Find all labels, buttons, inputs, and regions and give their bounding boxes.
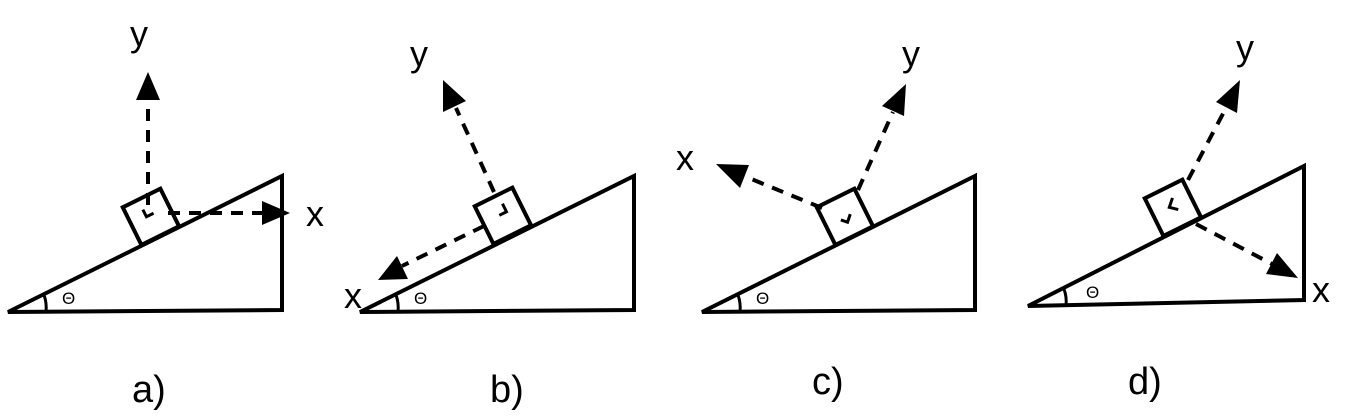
- right-angle-mark: [141, 208, 155, 219]
- x-arrowhead: [716, 164, 749, 188]
- x-axis-label: x: [344, 275, 362, 316]
- angle-label: Θ: [62, 289, 75, 308]
- x-axis-arrow: [743, 174, 823, 210]
- angle-label: Θ: [414, 289, 427, 308]
- angle-arc: [736, 294, 742, 313]
- x-axis-label: x: [676, 137, 694, 178]
- y-axis-label: y: [130, 13, 148, 54]
- y-axis-label: y: [902, 33, 920, 74]
- block: [472, 184, 534, 247]
- right-angle-mark: [498, 203, 509, 217]
- panel-d: Θ y x d): [1027, 27, 1330, 403]
- y-axis-label: y: [410, 33, 428, 74]
- x-axis-arrow: [1195, 222, 1273, 266]
- block: [814, 185, 876, 248]
- y-arrowhead: [136, 72, 160, 100]
- right-angle-mark: [840, 213, 852, 225]
- panel-c: Θ y x c): [676, 33, 977, 403]
- angle-arc: [42, 294, 48, 313]
- angle-label: Θ: [756, 289, 769, 308]
- angle-arc: [394, 294, 400, 313]
- x-arrowhead: [1266, 253, 1298, 278]
- panel-label: c): [812, 361, 844, 403]
- panel-a: Θ y x a): [7, 13, 324, 411]
- y-axis-label: y: [1236, 27, 1254, 68]
- x-axis-arrow: [401, 224, 485, 268]
- y-axis-arrow: [454, 107, 496, 193]
- y-arrowhead: [882, 84, 906, 116]
- panel-label: b): [490, 369, 524, 411]
- y-axis-arrow: [1186, 107, 1228, 181]
- right-angle-mark: [1167, 197, 1179, 212]
- block: [120, 185, 182, 248]
- y-arrowhead: [1216, 80, 1240, 113]
- angle-label: Θ: [1086, 283, 1099, 302]
- x-axis-label: x: [306, 193, 324, 234]
- angle-arc: [1062, 288, 1068, 307]
- panel-b: Θ y x b): [344, 33, 636, 411]
- x-arrowhead: [262, 201, 290, 225]
- x-axis-label: x: [1312, 269, 1330, 310]
- y-axis-arrow: [856, 111, 895, 191]
- y-arrowhead: [443, 80, 466, 112]
- x-arrowhead: [378, 256, 408, 280]
- panel-label: d): [1128, 361, 1162, 403]
- panel-label: a): [132, 369, 166, 411]
